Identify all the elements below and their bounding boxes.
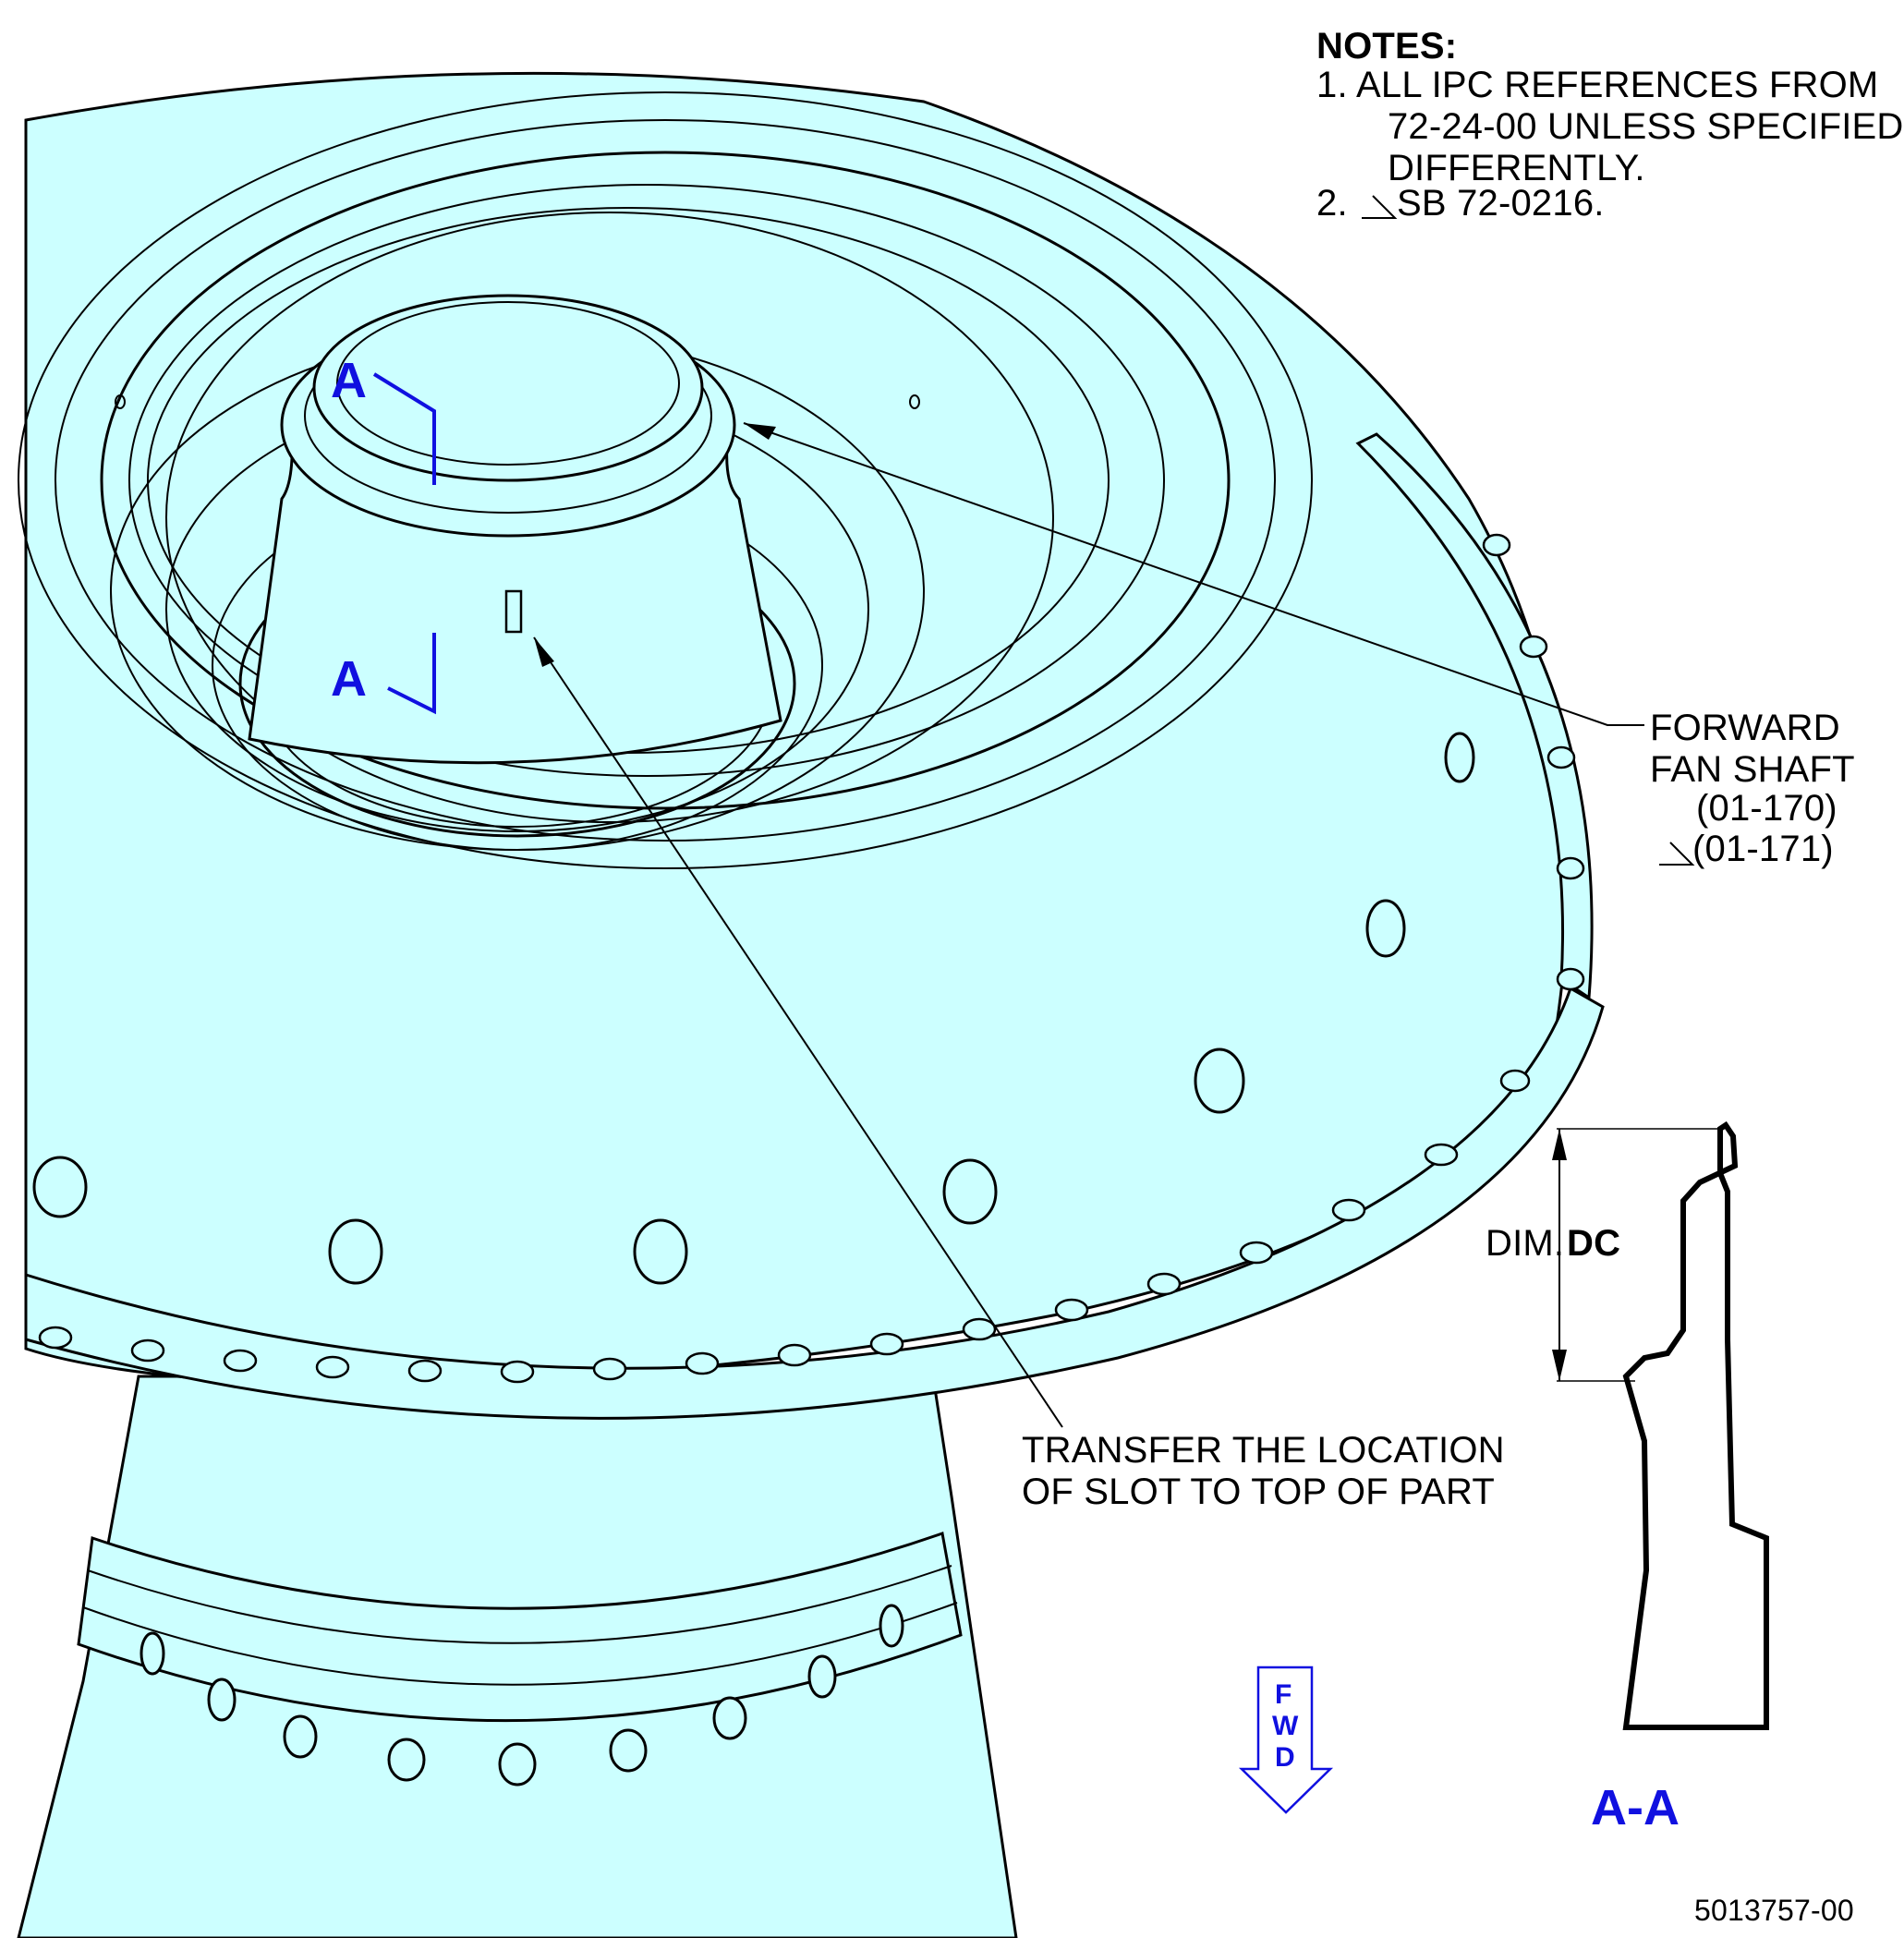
section-marker-bottom: A (331, 651, 367, 707)
fwd-letter-f: F (1275, 1679, 1292, 1710)
shaft-slot (504, 589, 523, 634)
flange-holes (38, 533, 1585, 1384)
section-marker-top: A (331, 353, 367, 408)
dimension-prefix: DIM. (1486, 1223, 1565, 1264)
notes-heading: NOTES: (1316, 26, 1458, 67)
note-1-text: ALL IPC REFERENCES FROM 72-24-00 UNLESS … (1356, 65, 1904, 188)
lower-cone-holes (139, 1604, 904, 1787)
figure-number: 5013757-00 (1694, 1894, 1854, 1927)
section-cut-lines (372, 372, 436, 715)
section-view-label: A-A (1591, 1780, 1680, 1835)
lower-cone-ring (77, 1532, 963, 1722)
dimension-name: DC (1567, 1223, 1621, 1264)
forward-fan-shaft-ref-2: (01-171) (1692, 829, 1834, 869)
outer-flange (24, 986, 1605, 1420)
note-2-text: SB 72-0216. (1397, 183, 1605, 224)
slot-callout: TRANSFER THE LOCATION OF SLOT TO TOP OF … (1022, 1430, 1505, 1512)
note-1-number: 1. (1316, 65, 1348, 105)
leader-lines (533, 422, 1644, 1428)
note-2-number: 2. (1316, 183, 1348, 224)
fwd-letter-w: W (1272, 1711, 1299, 1741)
fwd-letter-d: D (1275, 1742, 1295, 1773)
rim-holes (32, 732, 1475, 1285)
forward-fan-shaft-label: FORWARD FAN SHAFT (1650, 708, 1855, 790)
forward-fan-shaft-ref-1: (01-170) (1696, 788, 1837, 829)
section-profile (1552, 1120, 1769, 1730)
sb-triangle-icon (1659, 842, 1695, 866)
fwd-arrow (1238, 1665, 1334, 1814)
sb-triangle-icon (1362, 195, 1398, 219)
